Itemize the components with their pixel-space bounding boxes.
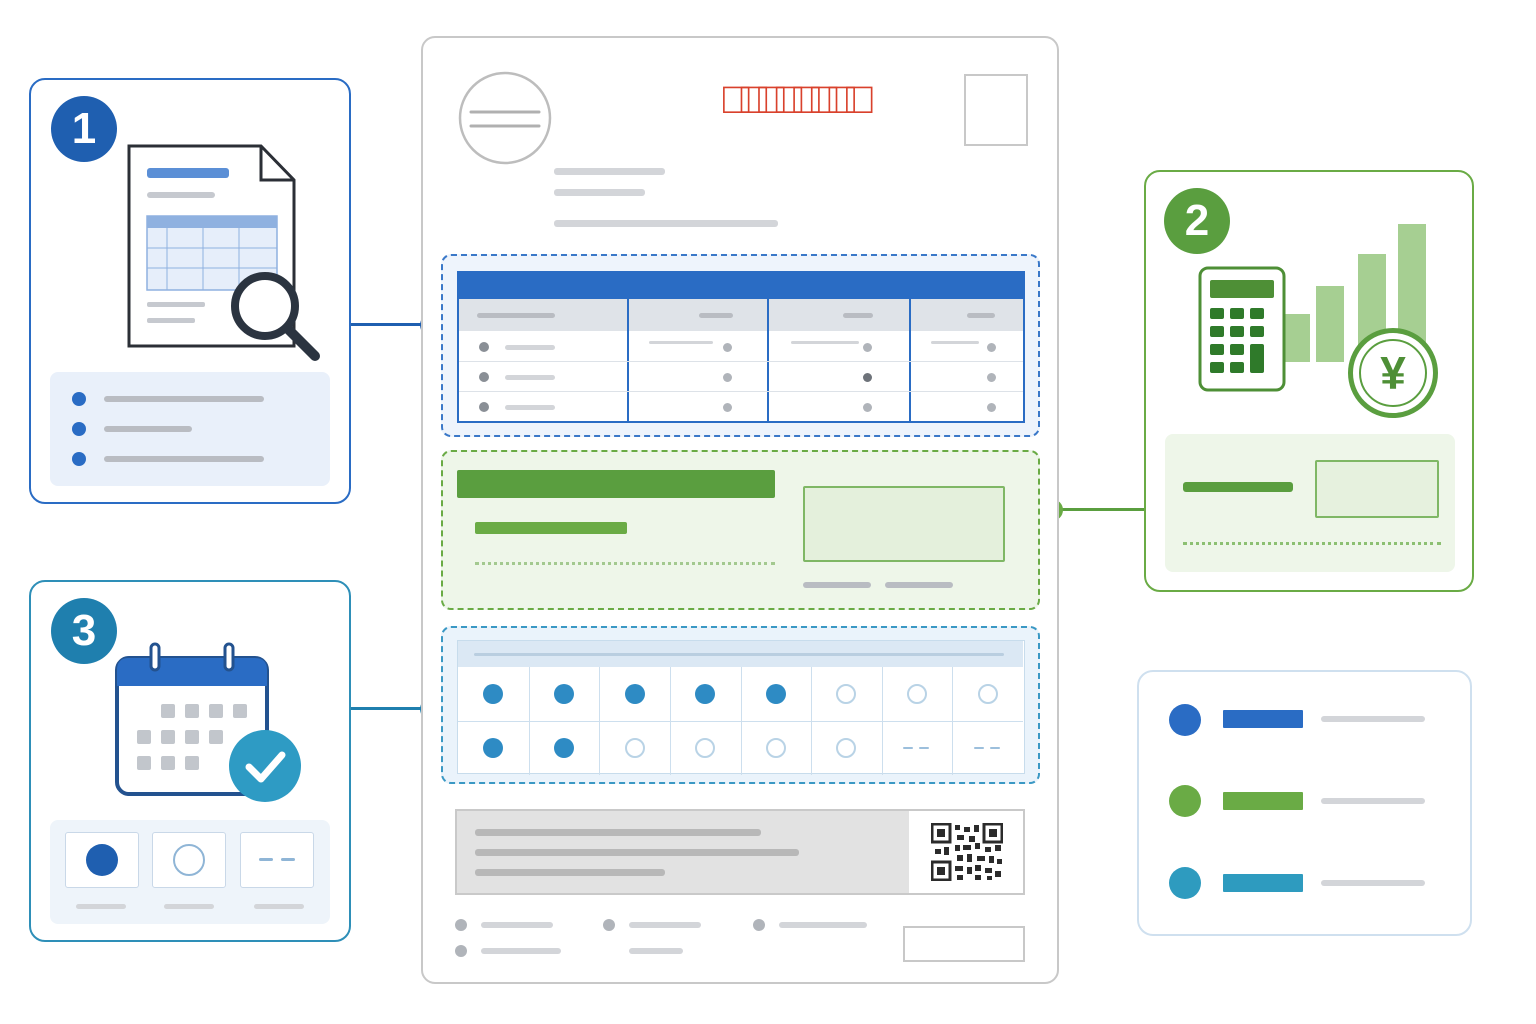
grid-cell-empty[interactable]	[907, 684, 928, 704]
grid-cell-filled[interactable]	[695, 684, 716, 704]
step-3-badge: 3	[51, 598, 117, 664]
grid-cell-dash[interactable]	[973, 747, 1002, 749]
grid-divider	[458, 721, 1023, 722]
step-1-list	[50, 372, 330, 486]
grid-cell-empty[interactable]	[624, 738, 645, 758]
grid-cell-empty[interactable]	[836, 738, 857, 758]
grid-cell-filled[interactable]	[765, 684, 786, 704]
status-option-filled[interactable]	[65, 832, 139, 888]
schedule-section	[441, 626, 1040, 784]
grid-cell-filled[interactable]	[483, 738, 504, 758]
signature-box	[903, 926, 1025, 962]
step-1-panel: 1	[29, 78, 351, 504]
status-option-dash[interactable]	[240, 832, 314, 888]
amount-section	[441, 450, 1040, 610]
connector-1	[351, 323, 431, 326]
status-options	[50, 820, 330, 924]
legend-dot-blue	[1169, 704, 1201, 736]
step-2-panel: 2 ¥	[1144, 170, 1474, 592]
payment-slip	[455, 809, 1025, 895]
grid-cell-empty[interactable]	[695, 738, 716, 758]
table-section	[441, 254, 1040, 437]
magnifier-icon	[231, 272, 320, 361]
seal-circle-icon	[458, 71, 552, 165]
yen-symbol: ¥	[1380, 347, 1406, 399]
connector-2	[1050, 508, 1144, 511]
document-page: □□□□□□□□	[421, 36, 1059, 984]
legend-swatch-teal	[1223, 874, 1303, 892]
legend-swatch-green	[1223, 792, 1303, 810]
legend-dot-green	[1169, 785, 1201, 817]
grid-cell-empty[interactable]	[977, 684, 998, 704]
calendar-icon	[115, 642, 269, 796]
data-table	[457, 271, 1025, 423]
postage-box	[964, 74, 1028, 146]
yen-coin-icon: ¥	[1348, 328, 1438, 418]
connector-3	[351, 707, 431, 710]
grid-cell-empty[interactable]	[765, 738, 786, 758]
grid-cell-empty[interactable]	[836, 684, 857, 704]
qr-code-icon	[931, 823, 1003, 881]
calculator-icon	[1198, 266, 1286, 392]
schedule-grid	[457, 640, 1025, 775]
grid-cell-filled[interactable]	[624, 684, 645, 704]
document-stamp: □□□□□□□□	[723, 74, 873, 123]
legend-dot-teal	[1169, 867, 1201, 899]
step-2-amount-box	[1165, 434, 1455, 572]
legend-panel	[1137, 670, 1472, 936]
grid-cell-filled[interactable]	[553, 684, 574, 704]
grid-cell-filled[interactable]	[553, 738, 574, 758]
check-icon	[229, 730, 301, 802]
step-3-panel: 3	[29, 580, 351, 942]
grid-cell-filled[interactable]	[483, 684, 504, 704]
amount-field	[803, 486, 1005, 562]
legend-swatch-blue	[1223, 710, 1303, 728]
step-2-badge: 2	[1164, 188, 1230, 254]
bar-chart-icon	[1282, 224, 1426, 362]
step-1-badge: 1	[51, 96, 117, 162]
grid-cell-dash[interactable]	[903, 747, 931, 749]
status-option-empty[interactable]	[152, 832, 226, 888]
